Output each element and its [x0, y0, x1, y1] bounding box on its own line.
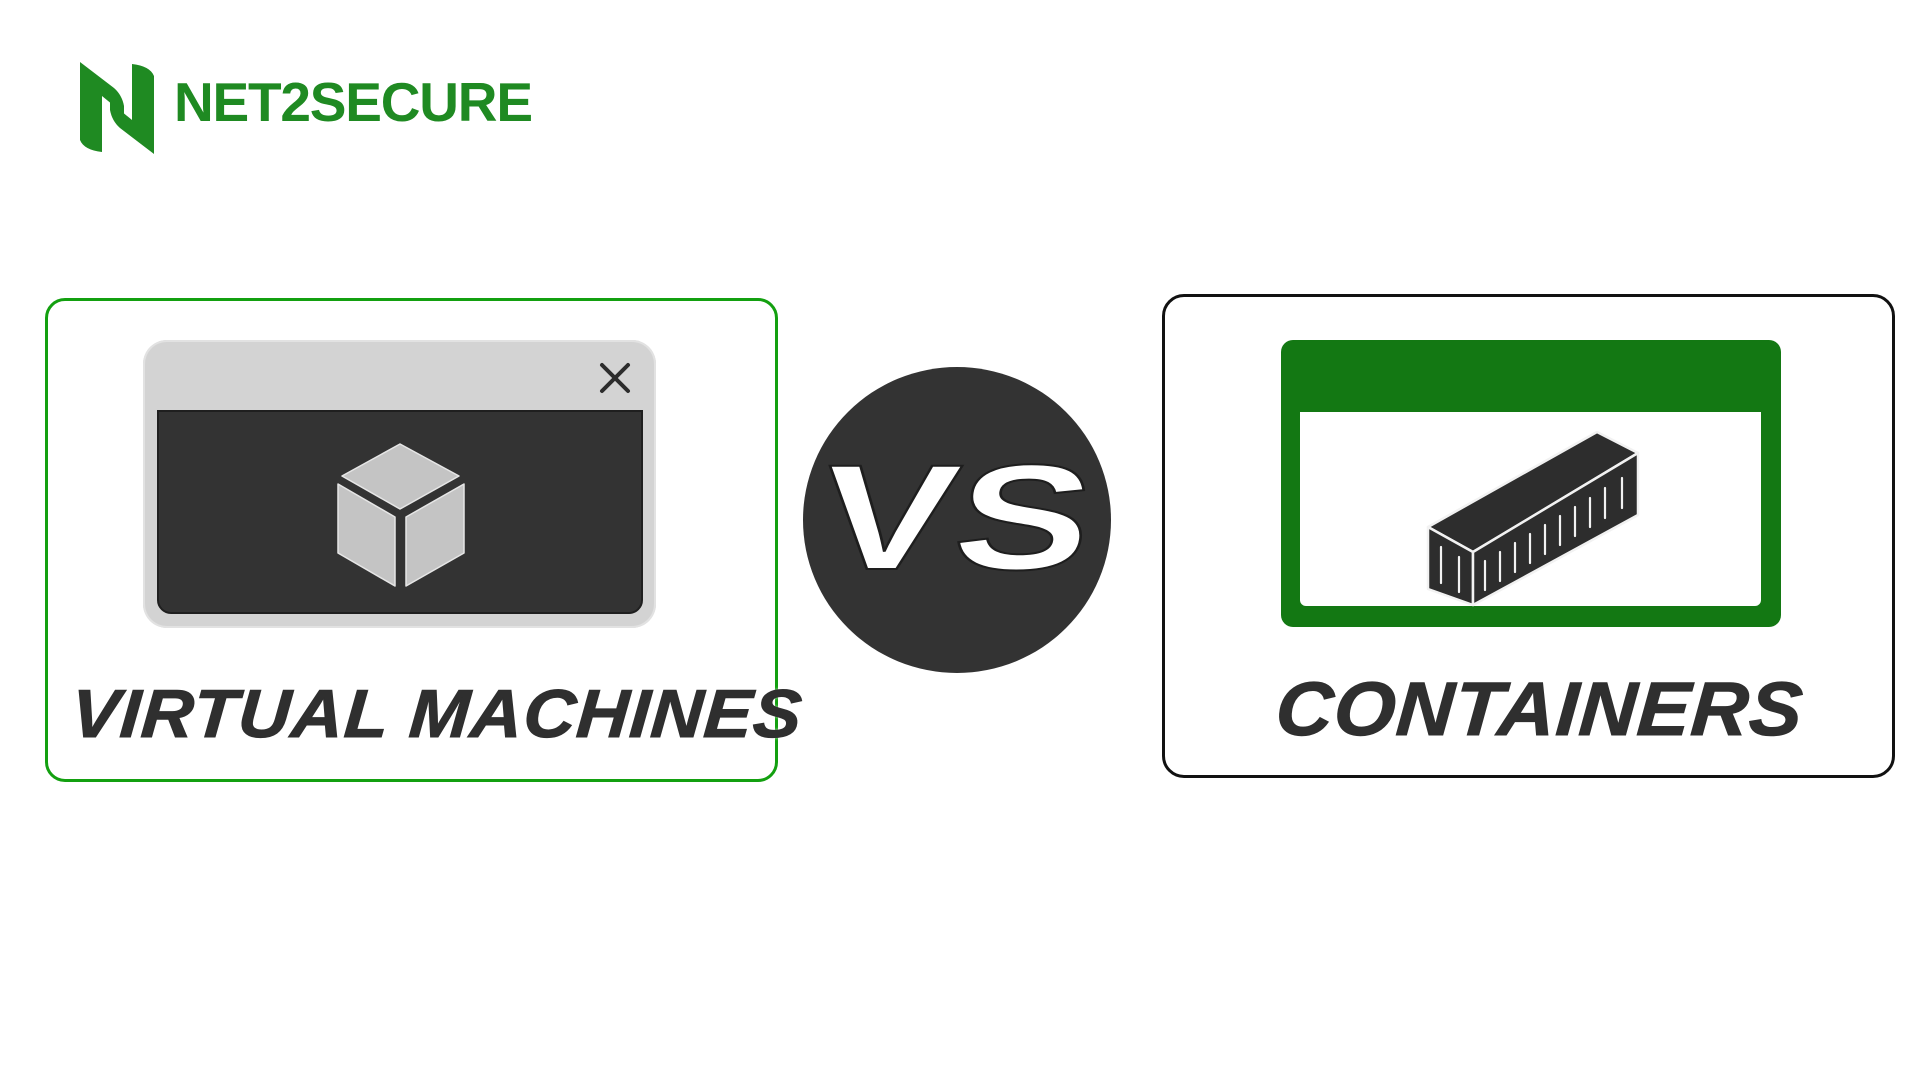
vs-label: VS: [809, 433, 1103, 601]
virtual-machines-label: VIRTUAL MACHINES: [68, 675, 806, 752]
n-leaf-logo-icon: [80, 62, 154, 154]
close-icon[interactable]: [597, 360, 633, 396]
brand-name: NET2SECURE: [174, 71, 533, 133]
cube-icon: [337, 443, 465, 587]
containers-label: CONTAINERS: [1273, 666, 1807, 752]
vs-text: VS: [803, 367, 1111, 673]
vs-badge: [803, 367, 1111, 673]
shipping-container-icon: [1426, 430, 1640, 608]
brand-logo-icon: [78, 62, 156, 154]
